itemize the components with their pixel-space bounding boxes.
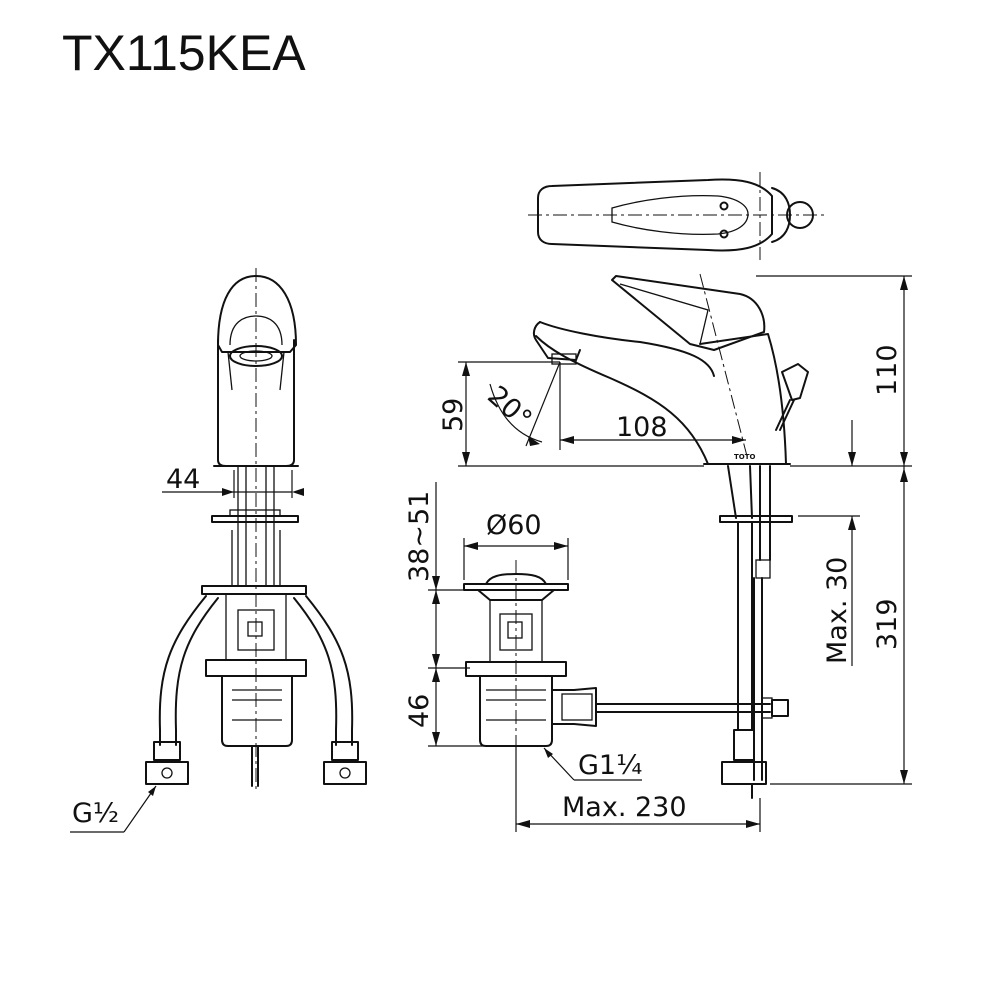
dim-59: 59 — [438, 398, 469, 432]
drain-view — [428, 482, 761, 832]
dim-108: 108 — [616, 412, 668, 443]
model-title: TX115KEA — [62, 25, 306, 81]
dim-46: 46 — [404, 694, 435, 728]
top-view — [528, 172, 826, 260]
dim-44: 44 — [166, 464, 200, 495]
dim-max-30: Max. 30 — [822, 557, 853, 664]
dim-diameter-60: Ø60 — [486, 510, 542, 541]
dim-g1-1-4: G1¼ — [578, 750, 642, 781]
dim-38-51: 38~51 — [404, 491, 435, 582]
dim-110: 110 — [872, 344, 903, 396]
dim-319: 319 — [872, 598, 903, 650]
dim-angle-20: 20° — [481, 380, 537, 435]
front-view — [70, 268, 367, 833]
dim-max-230: Max. 230 — [562, 792, 687, 823]
brand-mark: TOTO — [734, 453, 756, 461]
dim-g1-2: G½ — [72, 798, 119, 829]
side-dimensions — [458, 275, 912, 785]
side-view: TOTO — [532, 273, 809, 799]
